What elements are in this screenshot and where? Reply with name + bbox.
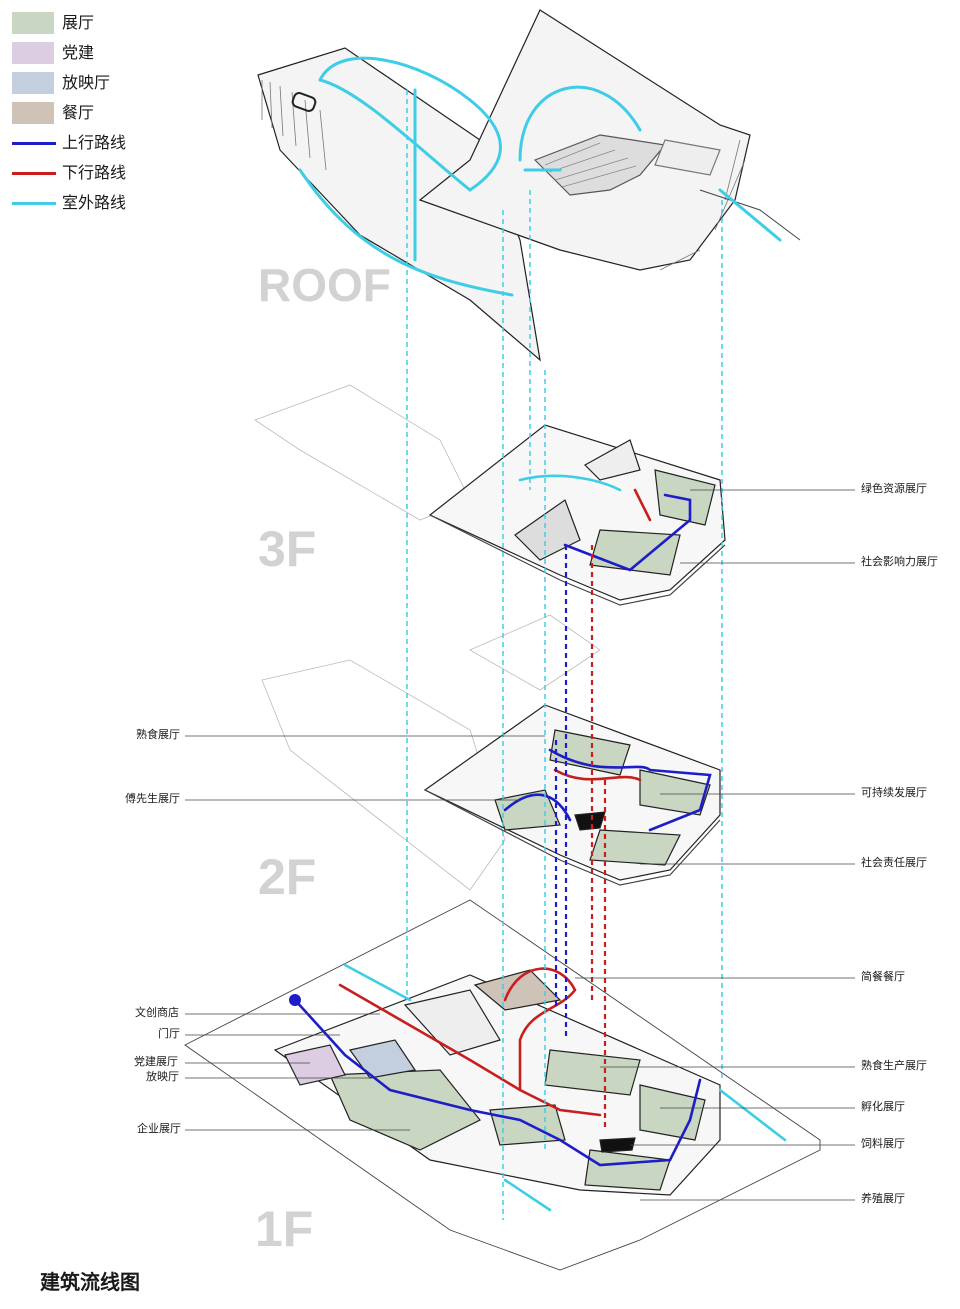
callout-party-hall: 党建展厅: [134, 1055, 178, 1068]
2f-gallery-3: [589, 829, 681, 866]
legend-swatch: [12, 102, 54, 124]
1f-gallery-b: [639, 1084, 706, 1141]
legend-label: 室外路线: [62, 193, 127, 212]
2f-ghost-roofs: [469, 614, 601, 691]
1f-gallery-c: [584, 1149, 671, 1191]
roof-level: [257, 9, 801, 362]
1f-gallery-a: [544, 1049, 641, 1096]
roof-fins: [261, 80, 746, 271]
legend-label: 餐厅: [62, 103, 95, 122]
3f-hatch: [584, 439, 641, 481]
callout-enterprise-hall: 企业展厅: [137, 1122, 181, 1135]
legend-item: 室外路线: [10, 188, 210, 218]
3f-routes: [518, 474, 692, 572]
floor-label-2f: 2F: [258, 849, 317, 905]
legend-label: 放映厅: [62, 73, 111, 92]
2f-edge: [424, 789, 721, 886]
legend-item: 餐厅: [10, 98, 210, 128]
floor-label-roof: ROOF: [258, 259, 391, 311]
3f-gallery-green-1: [654, 469, 716, 526]
callout-green-resource-hall: 绿色资源展厅: [861, 482, 927, 495]
callout-social-impact-hall: 社会影响力展厅: [861, 555, 938, 568]
entrance-marker: [289, 994, 301, 1006]
legend-item: 放映厅: [10, 68, 210, 98]
callout-cultural-shop: 文创商店: [135, 1006, 179, 1019]
1f-restaurant: [473, 969, 562, 1011]
legend-line: [12, 202, 56, 205]
callout-feed-hall: 饲料展厅: [861, 1137, 905, 1150]
legend-swatch: [12, 42, 54, 64]
legend-item: 党建: [10, 38, 210, 68]
callout-mr-fu-hall: 傅先生展厅: [125, 792, 180, 805]
callout-social-responsibility-hall: 社会责任展厅: [861, 856, 927, 869]
legend-label: 党建: [62, 43, 95, 62]
roof-stair-hatch: [544, 142, 637, 188]
3f-edge: [429, 514, 726, 606]
callout-cooked-food-hall: 熟食展厅: [136, 728, 180, 741]
callout-breeding-hall: 养殖展厅: [861, 1192, 905, 1205]
floor-label-3f: 3F: [258, 521, 317, 577]
callout-incubation-hall: 孵化展厅: [861, 1100, 905, 1113]
roof-skylight-icon: [291, 92, 317, 112]
1f-routes: [289, 963, 787, 1212]
roof-stair: [533, 134, 667, 196]
1f-gallery-enterprise: [329, 1069, 481, 1151]
legend-swatch: [12, 12, 54, 34]
legend-line: [12, 142, 56, 145]
2f-gallery-2: [639, 769, 711, 816]
roof-outdoor-route: [298, 56, 782, 297]
legend: 展厅 党建 放映厅 餐厅 上行路线 下行路线 室外路线: [10, 8, 210, 218]
legend-label: 展厅: [62, 13, 95, 32]
callout-sustainability-hall: 可持续发展厅: [861, 786, 927, 799]
legend-label: 上行路线: [62, 133, 127, 152]
level-1f: [184, 899, 821, 1271]
2f-core: [574, 811, 606, 831]
1f-site: [184, 899, 821, 1271]
callout-cooked-food-production: 熟食生产展厅: [861, 1059, 927, 1072]
vertical-connectors: [406, 90, 723, 1220]
diagram-caption: 建筑流线图: [40, 1270, 140, 1294]
legend-label: 下行路线: [62, 163, 127, 182]
roof-hatch-right: [654, 139, 721, 176]
level-3f: [254, 384, 726, 606]
callout-leaders: [185, 489, 855, 1201]
level-2f: [261, 614, 721, 891]
legend-item: 展厅: [10, 8, 210, 38]
roof-slab-right: [418, 9, 751, 271]
callout-cinema: 放映厅: [146, 1070, 179, 1083]
1f-party: [284, 1044, 346, 1086]
callout-lobby: 门厅: [158, 1027, 180, 1040]
legend-item: 上行路线: [10, 128, 210, 158]
3f-ghost: [254, 384, 471, 521]
floor-label-1f: 1F: [255, 1201, 314, 1257]
1f-core: [599, 1137, 636, 1153]
roof-outer-ramp: [699, 189, 801, 241]
legend-line: [12, 172, 56, 175]
callout-restaurant: 简餐餐厅: [861, 970, 905, 983]
legend-swatch: [12, 72, 54, 94]
2f-ghost: [261, 659, 506, 891]
legend-item: 下行路线: [10, 158, 210, 188]
